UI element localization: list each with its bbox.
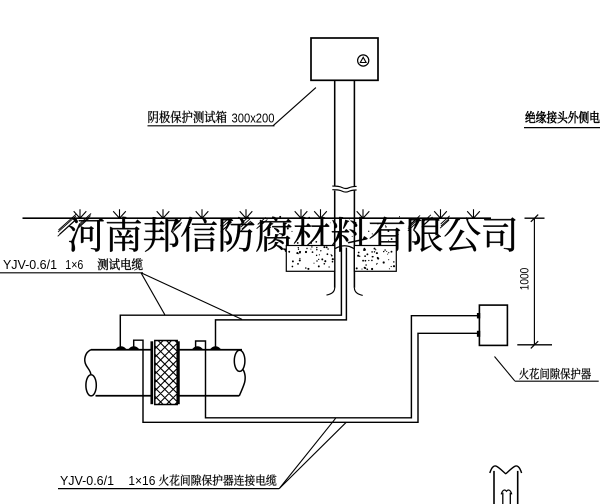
svg-text:1000: 1000	[518, 267, 532, 290]
svg-text:YJV-0.6/1: YJV-0.6/1	[60, 473, 114, 488]
svg-text:300x200: 300x200	[232, 111, 275, 126]
svg-text:YJV-0.6/1: YJV-0.6/1	[3, 257, 57, 272]
svg-text:1×6: 1×6	[65, 257, 83, 272]
svg-text:1×16: 1×16	[128, 473, 155, 488]
